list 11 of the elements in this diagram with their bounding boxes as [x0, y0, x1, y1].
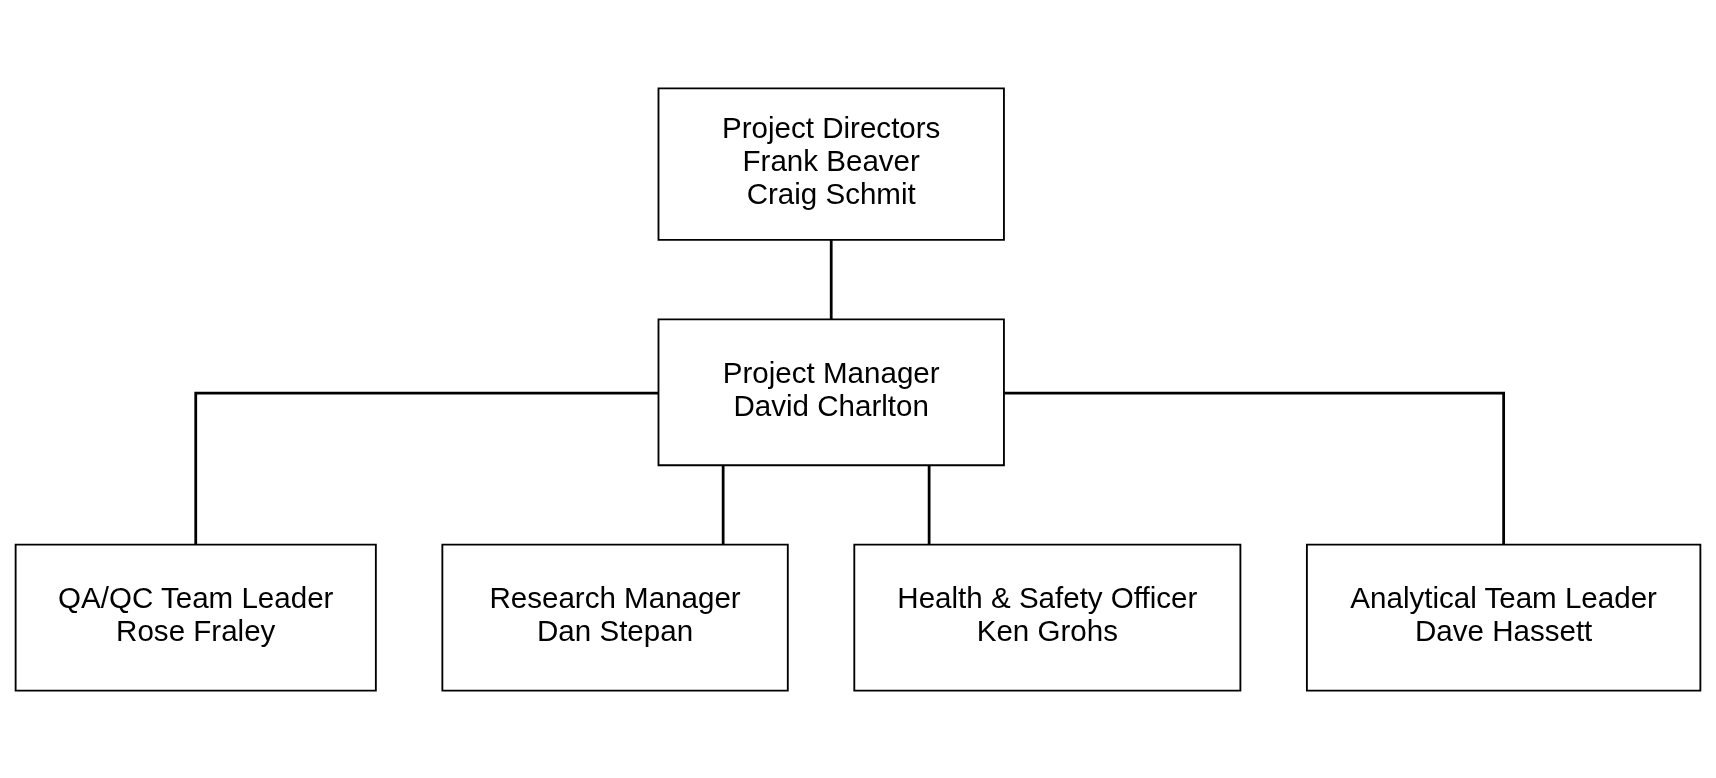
node-box: Project Directors Frank Beaver Craig Schmit — [657, 86, 1005, 241]
node-box: Research Manager Dan Stepan — [441, 543, 789, 692]
node-box: QA/QC Team Leader Rose Fraley — [14, 543, 377, 692]
connector — [721, 464, 725, 544]
connector — [927, 464, 931, 544]
connector — [194, 391, 659, 544]
node-box: Health & Safety Officer Ken Grohs — [853, 543, 1242, 692]
connector — [829, 239, 833, 319]
connector — [1004, 391, 1505, 544]
node-box: Analytical Team Leader Dave Hassett — [1305, 543, 1702, 692]
node-box: Project Manager David Charlton — [657, 317, 1005, 466]
